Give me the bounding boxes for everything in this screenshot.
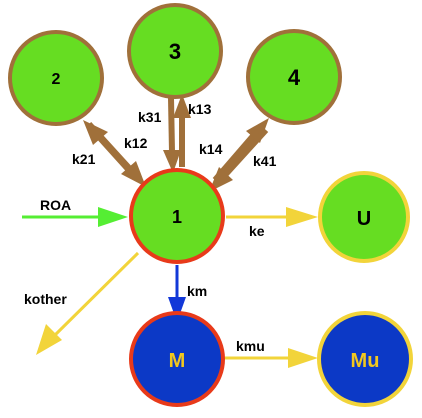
node-1-label: 1 (172, 207, 182, 227)
arrow-k14 (212, 118, 269, 182)
arrow-roa (22, 207, 128, 227)
node-2-label: 2 (52, 71, 61, 88)
label-k12: k12 (124, 135, 148, 151)
arrow-kmu (224, 348, 318, 368)
label-k13: k13 (188, 101, 212, 117)
label-km: km (187, 283, 207, 299)
node-3: 3 (127, 3, 223, 99)
label-kmu: kmu (236, 338, 265, 354)
arrow-k41 (209, 127, 269, 192)
node-u-label: U (357, 208, 371, 230)
node-1: 1 (129, 168, 225, 264)
arrow-km (168, 265, 186, 322)
arrow-k13 (173, 94, 191, 167)
label-k21: k21 (72, 151, 96, 167)
label-k31: k31 (138, 109, 162, 125)
node-mu: Mu (317, 311, 413, 407)
node-m: M (129, 311, 225, 407)
node-2: 2 (8, 30, 104, 126)
label-k14: k14 (199, 141, 223, 157)
arrow-ke (226, 207, 318, 227)
arrow-k31 (163, 97, 181, 173)
node-3-label: 3 (169, 39, 181, 64)
label-ke: ke (249, 223, 265, 239)
label-k41: k41 (253, 153, 277, 169)
node-u: U (318, 171, 410, 263)
arrow-kother (36, 251, 140, 355)
node-mu-label: Mu (351, 350, 380, 372)
arrow-k12 (83, 120, 139, 181)
label-roa: ROA (40, 197, 71, 213)
node-4-label: 4 (288, 65, 301, 90)
node-m-label: M (169, 350, 186, 372)
label-kother: kother (24, 291, 67, 307)
node-4: 4 (246, 29, 342, 125)
